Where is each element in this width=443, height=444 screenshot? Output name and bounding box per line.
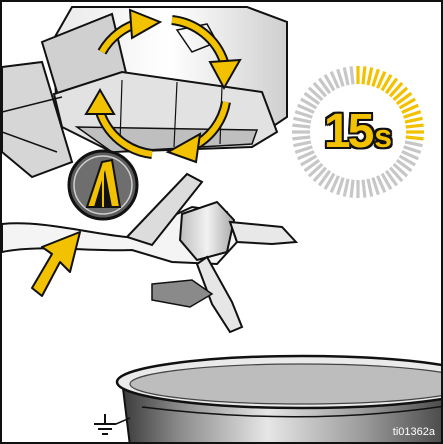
- timer-tick: [373, 69, 379, 86]
- timer-tick: [338, 178, 344, 195]
- timer-tick: [344, 67, 348, 85]
- spray-tip-closeup: [69, 151, 137, 219]
- figure-id: ti01362a: [393, 426, 435, 438]
- timer-tick: [351, 180, 353, 198]
- spray-gun: [2, 174, 296, 332]
- timer-tick: [368, 67, 372, 85]
- timer-tick: [368, 179, 372, 197]
- timer-tick: [338, 69, 344, 86]
- timer-tick: [351, 66, 353, 84]
- timer-tick: [363, 66, 365, 84]
- timer-tick: [363, 180, 365, 198]
- ground-symbol-icon: [94, 414, 130, 434]
- timer-value: 15: [324, 105, 371, 158]
- timer-tick: [344, 179, 348, 197]
- timer-duration-label: 15s: [298, 104, 418, 159]
- timer-unit: s: [374, 118, 392, 154]
- timer-tick: [373, 178, 379, 195]
